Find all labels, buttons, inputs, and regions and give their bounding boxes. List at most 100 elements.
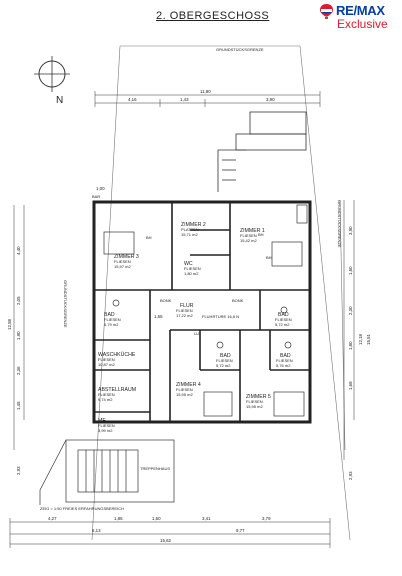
room-zimmer5-type: FLIESEN	[246, 399, 263, 404]
label-bh-1: BH	[146, 235, 152, 240]
dim-bottom-sub-0: 6,13	[92, 528, 101, 533]
dim-right-sub: 12,18	[358, 333, 363, 345]
dim-bottom-sub-1: 9,77	[236, 528, 245, 533]
room-bad-c-type: FLIESEN	[216, 358, 233, 363]
logo-brand: RE/MAX	[336, 3, 385, 18]
room-bad-w-name: BAD	[104, 312, 115, 318]
label-bar-1: BAR	[92, 194, 100, 199]
room-zimmer3-name: ZIMMER 3	[114, 254, 139, 260]
label-grenze-right: GRUNDSTÜCKSGRENZE	[337, 200, 342, 248]
label-lu: LU	[194, 331, 199, 336]
dim-misc-0: 1,00	[96, 186, 105, 191]
room-wc-area: 1,80 m2	[184, 271, 199, 276]
dim-left-seg-1: 2,05	[16, 296, 21, 305]
dim-bottom-seg-4: 3,79	[262, 516, 271, 521]
room-waschkueche-type: FLIESEN	[98, 357, 115, 362]
dim-top-total: 11,80	[200, 89, 211, 94]
room-waschkueche-area: 10,87 m2	[98, 362, 115, 367]
dim-left-seg-4: 1,45	[16, 401, 21, 410]
room-zimmer1-name: ZIMMER 1	[240, 228, 265, 234]
room-abstellraum-area: 9,74 m2	[98, 397, 113, 402]
room-wc-type: FLIESEN	[184, 266, 201, 271]
room-zimmer4-type: FLIESEN	[176, 387, 193, 392]
dim-bottom-seg-0: 4,27	[48, 516, 57, 521]
label-bottom-note: ZEIG = 1:50 FREIES ERFAHRUNGSBEREICH	[40, 506, 124, 511]
label-grenze-top: GRUNDSTÜCKSGRENZE	[216, 47, 264, 52]
room-zimmer2-name: ZIMMER 2	[181, 222, 206, 228]
room-me-name: ME	[98, 418, 106, 424]
top-dimension-lines	[94, 91, 321, 107]
room-zimmer2-type: PLATTEN	[181, 227, 199, 232]
building-outline	[92, 200, 312, 424]
dim-bottom-total: 15,62	[160, 538, 172, 543]
dim-left-seg-2: 1,90	[16, 331, 21, 340]
remax-logo: RE/MAX Exclusive	[318, 2, 402, 36]
room-bad-w-type: FLIESEN	[104, 317, 121, 322]
top-terrace	[217, 111, 307, 192]
dim-misc-1: 1,65	[154, 314, 163, 319]
dim-right-seg-4: 1,68	[348, 381, 353, 390]
room-wc-name: WC	[184, 261, 193, 267]
compass-icon	[34, 56, 70, 92]
dim-left-total: 12,58	[7, 318, 12, 330]
room-bad-e-area: 5,72 m2	[275, 322, 290, 327]
dim-right-seg-0: 3,90	[348, 226, 353, 235]
room-zimmer4-area: 15,95 m2	[176, 392, 193, 397]
north-label: N	[56, 95, 64, 106]
room-zimmer3-type: FLIESEN	[114, 259, 131, 264]
dim-right-total: 15,51	[366, 333, 371, 345]
room-bad-c-name: BAD	[220, 353, 231, 359]
dim-top-seg-1: 1,43	[180, 97, 189, 102]
room-zimmer2-area: 15,71 m2	[181, 232, 198, 237]
room-flur-type: FLIESEN	[176, 308, 193, 313]
room-zimmer1-area: 15,42 m2	[240, 238, 257, 243]
room-waschkueche-name: WASCHKÜCHE	[98, 351, 136, 358]
room-bad-e-type: FLIESEN	[275, 317, 292, 322]
dim-right-seg-1: 1,50	[348, 266, 353, 275]
dim-bottom-seg-2: 1,60	[152, 516, 161, 521]
label-hausanschluss: HAUSANSCHLUSSRAUM	[174, 419, 221, 424]
room-zimmer4-name: ZIMMER 4	[176, 382, 201, 388]
furniture	[103, 204, 308, 417]
label-bonk-2: BONK	[232, 298, 244, 303]
dim-misc-2: 2,93	[16, 466, 21, 475]
label-fluhr-note: FLUHRTURE 16,6 N	[202, 314, 239, 319]
side-dimension-lines	[13, 200, 355, 460]
dim-bottom-seg-3: 3,41	[202, 516, 211, 521]
room-abstellraum-name: ABSTELLRAUM	[98, 387, 136, 393]
page-title: 2. OBERGESCHOSS	[156, 10, 270, 22]
room-bad-c-area: 5,72 m2	[216, 363, 231, 368]
room-zimmer5-area: 15,95 m2	[246, 404, 263, 409]
room-treppenhaus-name: TREPPENHAUS	[140, 466, 170, 471]
room-zimmer1-type: FLIESEN	[240, 233, 257, 238]
room-me-area: 3,99 m2	[98, 428, 113, 433]
room-bad-w-area: 5,79 m2	[104, 322, 119, 327]
room-zimmer3-area: 15,97 m2	[114, 264, 131, 269]
room-bad-e-name: BAD	[278, 312, 289, 318]
room-abstellraum-type: FLIESEN	[98, 392, 115, 397]
room-flur-area: 17,22 m2	[176, 313, 193, 318]
room-flur-name: FLUR	[180, 303, 194, 309]
interior-walls	[94, 202, 310, 422]
balloon-icon	[320, 4, 333, 19]
dim-left-seg-3: 2,36	[16, 366, 21, 375]
dim-bottom-seg-1: 1,86	[114, 516, 123, 521]
dim-right-seg-3: 1,80	[348, 341, 353, 350]
room-bad-se-area: 5,76 m2	[276, 363, 291, 368]
room-zimmer5-name: ZIMMER 5	[246, 394, 271, 400]
label-grenze-left: GRUNDSTÜCKSGRENZE	[63, 280, 68, 328]
label-bh-3: BH	[266, 255, 272, 260]
room-me-type: FLIESEN	[98, 423, 115, 428]
dim-right-seg-2: 2,30	[348, 306, 353, 315]
dim-top-seg-2: 3,90	[266, 97, 275, 102]
bottom-dimension-lines	[9, 518, 331, 548]
staircase	[39, 439, 175, 505]
label-bonk-1: BONK	[160, 298, 172, 303]
logo-subtitle: Exclusive	[337, 17, 388, 31]
dim-top-seg-0: 4,16	[128, 97, 137, 102]
dim-misc-3: 2,93	[348, 471, 353, 480]
label-bh-2: BH	[258, 232, 264, 237]
room-bad-se-name: BAD	[280, 353, 291, 359]
room-bad-se-type: FLIESEN	[276, 358, 293, 363]
